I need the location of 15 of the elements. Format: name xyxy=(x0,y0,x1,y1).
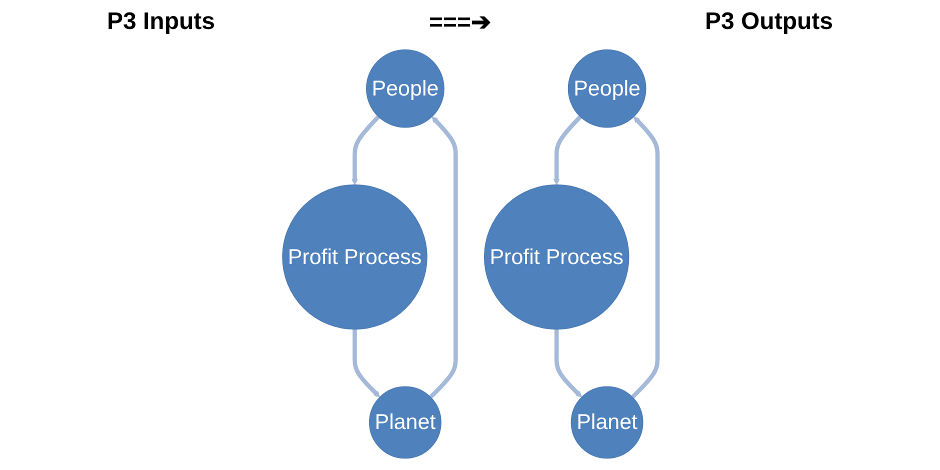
node-circle: Profit Process xyxy=(282,184,428,330)
node-circle: People xyxy=(568,49,646,128)
arrow xyxy=(553,115,582,185)
arrow xyxy=(630,116,660,399)
arrow xyxy=(554,329,582,398)
arrow xyxy=(352,115,380,185)
arrow xyxy=(429,116,458,399)
node-circle: Planet xyxy=(369,386,442,459)
heading-text: ===➔ xyxy=(428,8,492,36)
node-circle: People xyxy=(366,49,444,128)
node-circle: Planet xyxy=(570,386,644,459)
heading-text: P3 Outputs xyxy=(704,8,833,36)
node-circle: Profit Process xyxy=(484,184,630,330)
arrow xyxy=(352,329,380,398)
heading-text: P3 Inputs xyxy=(106,8,215,36)
